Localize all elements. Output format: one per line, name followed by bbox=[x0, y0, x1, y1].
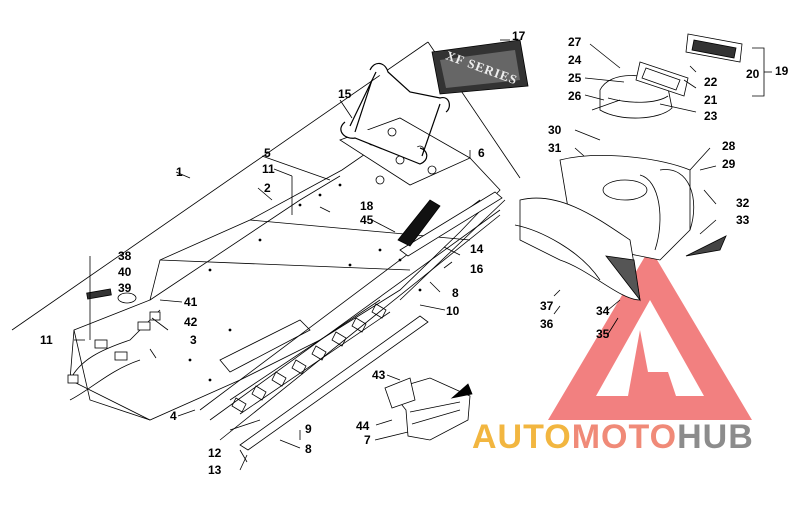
callout-2[interactable]: 2 bbox=[264, 181, 271, 195]
callout-41[interactable]: 41 bbox=[184, 295, 198, 309]
watermark-brand: AUTOMOTOHUB bbox=[472, 420, 754, 454]
callout-13[interactable]: 13 bbox=[208, 463, 222, 477]
wiring-harness bbox=[67, 309, 161, 401]
callout-21[interactable]: 21 bbox=[704, 93, 718, 107]
callout-37[interactable]: 37 bbox=[540, 299, 554, 313]
callout-1[interactable]: 1 bbox=[176, 165, 183, 179]
callout-11-upper[interactable]: 11 bbox=[262, 162, 275, 176]
rear-flap bbox=[514, 197, 641, 302]
callout-24[interactable]: 24 bbox=[568, 53, 582, 67]
callout-30[interactable]: 30 bbox=[548, 123, 562, 137]
callout-33[interactable]: 33 bbox=[736, 213, 750, 227]
callout-6[interactable]: 6 bbox=[478, 146, 485, 160]
callout-15[interactable]: 15 bbox=[338, 87, 352, 101]
callout-31[interactable]: 31 bbox=[548, 141, 562, 155]
callout-23[interactable]: 23 bbox=[704, 109, 718, 123]
series-decal bbox=[431, 39, 529, 95]
watermark-logo-triangle bbox=[548, 248, 752, 420]
callout-3[interactable]: 3 bbox=[190, 333, 197, 347]
callout-7[interactable]: 7 bbox=[364, 433, 371, 447]
side-pad bbox=[685, 235, 727, 257]
callout-8-upper[interactable]: 8 bbox=[452, 286, 459, 300]
callout-12[interactable]: 12 bbox=[208, 446, 222, 460]
watermark-auto: AUTO bbox=[472, 418, 572, 456]
callout-29[interactable]: 29 bbox=[722, 157, 736, 171]
running-board-rail bbox=[239, 191, 506, 451]
callout-8-lower[interactable]: 8 bbox=[305, 442, 312, 456]
callout-18[interactable]: 18 bbox=[360, 199, 374, 213]
hitch-bracket bbox=[384, 377, 473, 441]
callout-40[interactable]: 40 bbox=[118, 265, 132, 279]
callout-9[interactable]: 9 bbox=[305, 422, 312, 436]
tunnel-assembly bbox=[69, 129, 501, 441]
callout-35[interactable]: 35 bbox=[596, 327, 610, 341]
callout-22[interactable]: 22 bbox=[704, 75, 718, 89]
watermark-hub: HUB bbox=[677, 418, 754, 456]
callout-16[interactable]: 16 bbox=[470, 262, 484, 276]
callout-27[interactable]: 27 bbox=[568, 35, 582, 49]
callout-38[interactable]: 38 bbox=[118, 249, 132, 263]
callout-44[interactable]: 44 bbox=[356, 419, 370, 433]
grab-handle bbox=[340, 62, 450, 165]
callout-32[interactable]: 32 bbox=[736, 196, 750, 210]
callout-14[interactable]: 14 bbox=[470, 242, 484, 256]
small-decal bbox=[86, 288, 112, 300]
tunnel-decal bbox=[397, 199, 441, 247]
callout-42[interactable]: 42 bbox=[184, 315, 198, 329]
callout-26[interactable]: 26 bbox=[568, 89, 582, 103]
callout-25[interactable]: 25 bbox=[568, 71, 582, 85]
callout-36[interactable]: 36 bbox=[540, 317, 554, 331]
callout-34[interactable]: 34 bbox=[596, 304, 610, 318]
callout-39[interactable]: 39 bbox=[118, 281, 132, 295]
callout-28[interactable]: 28 bbox=[722, 139, 736, 153]
callout-20[interactable]: 20 bbox=[746, 67, 760, 81]
callout-45[interactable]: 45 bbox=[360, 213, 374, 227]
callout-10[interactable]: 10 bbox=[446, 304, 460, 318]
callout-43[interactable]: 43 bbox=[372, 368, 386, 382]
callout-5[interactable]: 5 bbox=[264, 146, 271, 160]
callout-17[interactable]: 17 bbox=[512, 29, 526, 43]
callout-11-left[interactable]: 11 bbox=[40, 333, 53, 347]
taillight bbox=[635, 33, 743, 97]
grommet bbox=[117, 292, 137, 304]
callout-4[interactable]: 4 bbox=[170, 409, 177, 423]
watermark-moto: MOTO bbox=[571, 418, 678, 456]
callout-19[interactable]: 19 bbox=[775, 64, 789, 78]
